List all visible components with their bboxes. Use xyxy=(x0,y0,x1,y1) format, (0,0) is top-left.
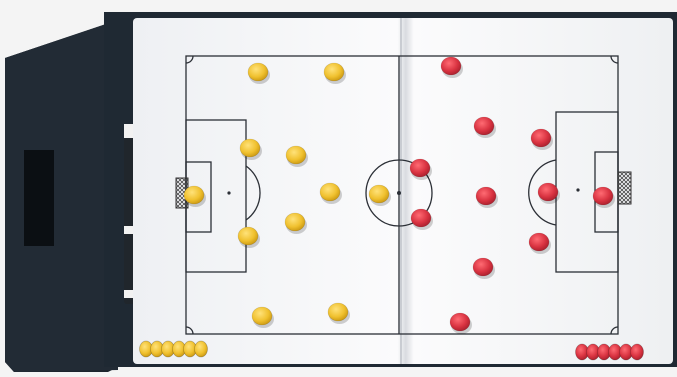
right-goal xyxy=(618,172,631,204)
yellow-reserve-piece[interactable] xyxy=(195,341,208,357)
whiteboard xyxy=(133,18,673,364)
red-reserve-piece[interactable] xyxy=(631,344,644,360)
left-penalty-spot xyxy=(227,191,230,194)
folder-slot xyxy=(24,150,54,246)
center-spot xyxy=(397,191,401,195)
right-penalty-spot xyxy=(576,188,579,191)
